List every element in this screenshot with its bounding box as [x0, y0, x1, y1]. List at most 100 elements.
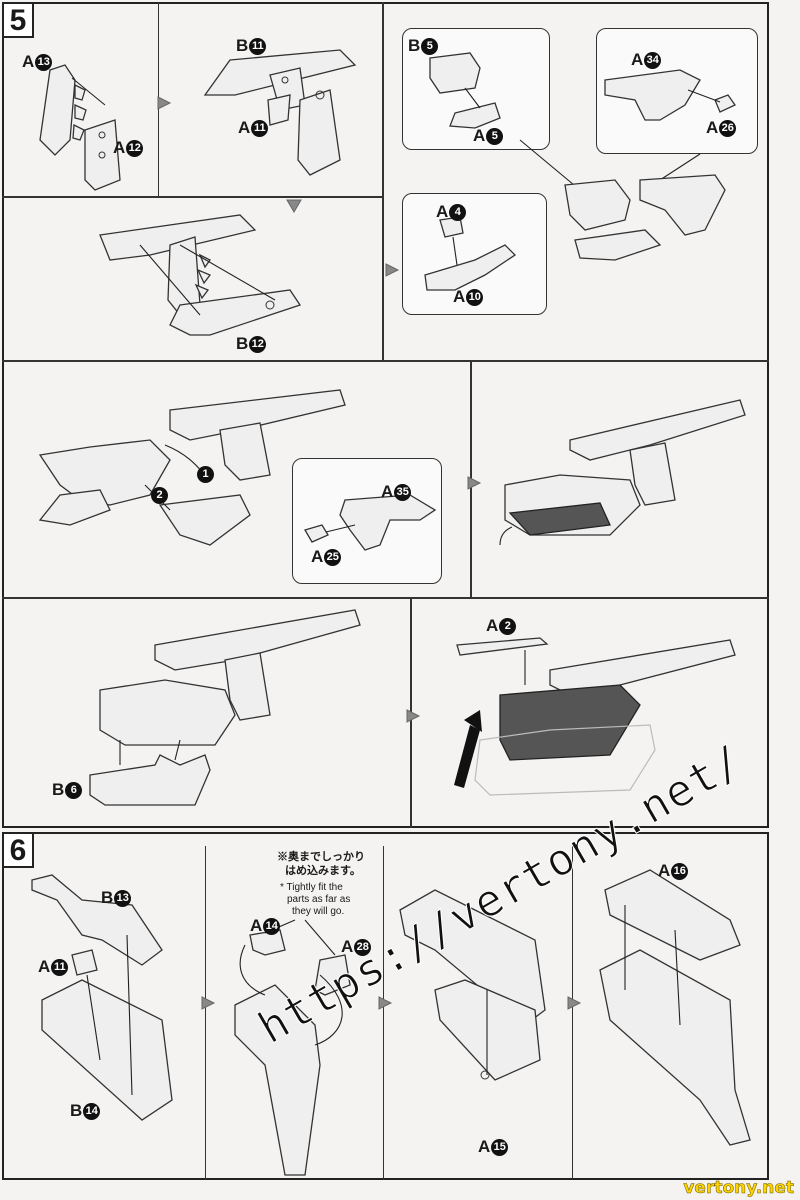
step5-frame [2, 2, 769, 828]
label-b14-letter: B [70, 1101, 83, 1120]
label-a11-top-num: 11 [251, 119, 269, 137]
part-gun-body-row2-result-drawing [499, 399, 746, 546]
part-gun-body-row3-drawing [89, 609, 361, 806]
note-jp-line1: ※奥までしっかり [277, 851, 365, 863]
label-a10-letter: A [453, 287, 466, 306]
note-en-line3: they will go. [292, 906, 345, 917]
divider-h2 [2, 597, 769, 599]
part-right-subassembly-drawing [564, 174, 726, 261]
label-b12-num: 12 [249, 335, 267, 353]
label-a4-num: 4 [449, 203, 467, 221]
label-b5-letter: B [408, 36, 421, 55]
divider-h-top-left [2, 196, 382, 198]
part-a34-a26-drawing [604, 69, 736, 121]
step6-divider-1 [205, 846, 206, 1180]
step6-divider-3 [572, 846, 573, 1180]
divider-h1 [2, 360, 769, 362]
label-b13-num: 13 [114, 889, 132, 907]
note-en-line1: * Tightly fit the [280, 882, 343, 893]
label-b11-num: 11 [249, 37, 267, 55]
part-b13-b14-assembly-drawing [31, 874, 173, 1121]
label-a25-num: 25 [324, 548, 342, 566]
label-b6-num: 6 [65, 781, 83, 799]
part-a35-a25-drawing [304, 494, 437, 551]
flow-arrow-icon [385, 263, 400, 277]
step5-number: 5 [2, 2, 34, 38]
label-a28-letter: A [341, 937, 354, 956]
label-a4-letter: A [436, 202, 449, 221]
part-gun-body-row3-result-drawing [454, 639, 736, 796]
label-a26-num: 26 [719, 119, 737, 137]
order-marker-2: 2 [150, 487, 168, 504]
label-a12-letter: A [113, 138, 126, 157]
label-a12-num: 12 [126, 139, 144, 157]
note-jp-line2: はめ込みます。 [285, 865, 361, 877]
label-b11-letter: B [236, 36, 249, 55]
label-b13-letter: B [101, 888, 114, 907]
divider-v-top [382, 2, 384, 360]
flow-arrow-icon [157, 96, 172, 110]
flow-arrow-icon [378, 996, 393, 1010]
flow-arrow-icon [201, 996, 216, 1010]
flow-arrow-icon [467, 476, 482, 490]
part-b5-a5-drawing [429, 52, 501, 129]
label-a11-bottom-num: 11 [51, 958, 69, 976]
watermark-corner: vertony.net [683, 1178, 794, 1199]
flow-arrow-icon [567, 996, 582, 1010]
part-b12-assembly-drawing [99, 214, 302, 336]
step6-divider-2 [383, 846, 384, 1180]
label-a13-letter: A [22, 52, 35, 71]
label-a11-top-letter: A [238, 118, 251, 137]
label-a26-letter: A [706, 118, 719, 137]
label-a2-num: 2 [499, 617, 517, 635]
label-b6-letter: B [52, 780, 65, 799]
order-marker-1-num: 1 [197, 466, 214, 483]
flow-arrow-icon [406, 709, 421, 723]
label-a16-letter: A [658, 861, 671, 880]
note-en-line2: parts as far as [287, 894, 351, 905]
part-a4-a10-drawing [424, 216, 517, 291]
step6-frame [2, 832, 769, 1180]
label-a35-num: 35 [394, 483, 412, 501]
label-a15-letter: A [478, 1137, 491, 1156]
part-gun-body-row2-drawing [38, 389, 346, 546]
label-b12-letter: B [236, 334, 249, 353]
label-a28-num: 28 [354, 938, 372, 956]
label-a35-letter: A [381, 482, 394, 501]
label-a14-letter: A [250, 916, 263, 935]
label-a5-num: 5 [486, 127, 504, 145]
label-a13-num: 13 [35, 53, 53, 71]
part-a13-drawing [39, 64, 121, 191]
part-b11-assembly-drawing [203, 49, 357, 176]
step6-number: 6 [2, 832, 34, 868]
label-a10-num: 10 [466, 288, 484, 306]
label-a25-letter: A [311, 547, 324, 566]
label-a34-letter: A [631, 50, 644, 69]
part-a16-assembly-drawing [599, 869, 751, 1146]
label-a5-letter: A [473, 126, 486, 145]
order-marker-2-num: 2 [151, 487, 168, 504]
label-a15-num: 15 [491, 1138, 509, 1156]
label-a11-bottom-letter: A [38, 957, 51, 976]
label-a34-num: 34 [644, 51, 662, 69]
